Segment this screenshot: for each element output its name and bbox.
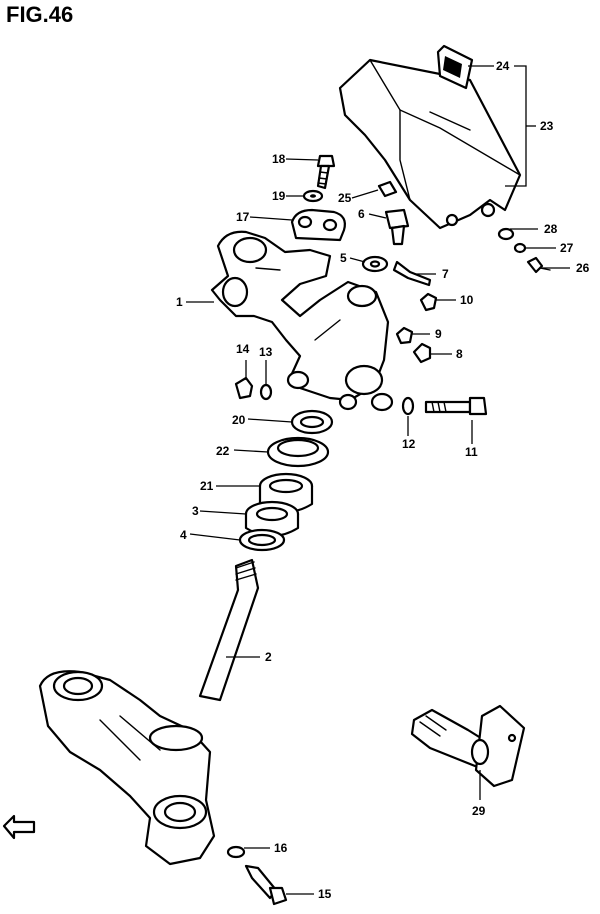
part-bolt-6 (384, 208, 410, 246)
callout-20: 20 (232, 413, 246, 427)
callout-15: 15 (318, 887, 332, 901)
callout-25: 25 (338, 191, 352, 205)
part-nut-13 (259, 383, 273, 401)
callout-1: 1 (176, 295, 183, 309)
callout-17: 17 (236, 210, 250, 224)
callout-8: 8 (456, 347, 463, 361)
part-bolt-7 (392, 260, 432, 287)
callout-labels: 1 2 3 4 5 6 7 8 9 10 11 12 13 14 15 16 1… (176, 59, 590, 901)
callout-24: 24 (496, 59, 510, 73)
callout-28: 28 (544, 222, 558, 236)
part-washer-5 (361, 255, 389, 273)
part-cover-emblem (436, 44, 474, 90)
callout-4: 4 (180, 528, 187, 542)
callout-2: 2 (265, 650, 272, 664)
part-cap-nut-8 (412, 342, 432, 364)
front-direction-arrow-icon (2, 814, 36, 840)
part-bolt-18 (316, 154, 336, 190)
callout-27: 27 (560, 241, 574, 255)
part-steering-stem (38, 558, 260, 866)
part-steering-nut (290, 409, 334, 435)
part-bracket-clamp (338, 392, 394, 412)
callout-22: 22 (216, 444, 230, 458)
callout-12: 12 (402, 437, 416, 451)
callout-16: 16 (274, 841, 288, 855)
callout-11: 11 (465, 445, 478, 459)
part-bolt-11 (424, 396, 488, 416)
callout-9: 9 (435, 327, 442, 341)
part-cap-14 (234, 376, 254, 400)
part-steering-cover (338, 58, 522, 230)
part-nut-27 (513, 242, 527, 254)
callout-6: 6 (358, 207, 365, 221)
figure-title: FIG.46 (6, 2, 73, 27)
part-washer-12 (401, 396, 415, 416)
callout-23: 23 (540, 119, 554, 133)
part-clip (377, 180, 398, 198)
callout-3: 3 (192, 504, 199, 518)
callout-19: 19 (272, 189, 286, 203)
part-dust-seal (266, 436, 330, 468)
part-nut-10 (419, 292, 438, 312)
callout-13: 13 (259, 345, 273, 359)
part-upper-bracket (210, 230, 390, 402)
leader-lines (186, 65, 570, 895)
callout-18: 18 (272, 152, 286, 166)
part-washer-16 (226, 845, 246, 859)
callout-7: 7 (442, 267, 449, 281)
part-nut-9 (395, 326, 414, 345)
callout-29: 29 (472, 804, 486, 818)
part-handlebar-holder (290, 208, 346, 242)
callout-21: 21 (200, 479, 214, 493)
callout-5: 5 (340, 251, 347, 265)
callout-10: 10 (460, 293, 474, 307)
part-washer-19 (302, 189, 324, 203)
part-lower-seal (238, 528, 286, 552)
part-bolt-15 (244, 864, 288, 906)
part-screw-26 (526, 256, 551, 274)
part-washer-28 (497, 227, 515, 241)
callout-14: 14 (236, 342, 250, 356)
callout-26: 26 (576, 261, 590, 275)
part-steering-lock (410, 704, 526, 788)
